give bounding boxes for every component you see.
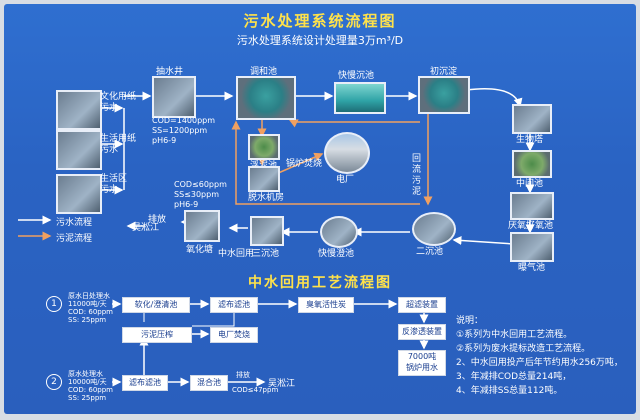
p1-step-uf: 超滤装置	[398, 297, 446, 313]
notes-line-5: 4、年减排SS总量112吨。	[456, 386, 563, 396]
p2-discharge: 排放	[236, 371, 250, 379]
culture-paper-label: 文化用纸 污水	[100, 92, 137, 113]
anox-pool-label: 厌氧好氧池	[508, 221, 554, 231]
living-paper-photo	[56, 130, 102, 170]
p2-step-mix: 混合池	[190, 375, 228, 391]
bio-tower-label: 生物塔	[516, 135, 544, 145]
fast-settle-photo	[334, 82, 386, 114]
power-plant-photo	[324, 132, 370, 174]
outflow-ss: SS≤30ppm	[174, 190, 219, 199]
p1-src-3: SS: 25ppm	[68, 316, 107, 324]
p2-step-filter: 滤布滤池	[122, 375, 168, 391]
p1-src-0: 原水日处理水	[68, 292, 110, 300]
notes-line-4: 3、年减排COD总量214吨，	[456, 372, 572, 382]
process2-number: 2	[46, 374, 62, 390]
notes-line-1: ①系列为中水回用工艺流程。	[456, 330, 573, 340]
boiler-label: 锅炉焚烧	[286, 159, 323, 169]
primary-settle-photo	[418, 76, 470, 114]
inflow-params: COD=1400ppm SS=1200ppm pH6-9	[152, 116, 215, 146]
mid-pool-label: 中间池	[516, 179, 544, 189]
fast-settle2-photo	[320, 216, 358, 248]
culture-paper-photo	[56, 90, 102, 130]
outflow-cod: COD≤60ppm	[174, 180, 227, 189]
primary-settle-label: 初沉淀	[430, 67, 458, 77]
process1-source: 原水日处理水 11000吨/天 COD: 60ppm SS: 25ppm	[68, 292, 113, 324]
p2-src-1: 10000吨/天	[68, 378, 107, 386]
mid-pool-photo	[512, 150, 552, 178]
notes: 说明： ①系列为中水回用工艺流程。 ②系列为废水提标改造工艺流程。 2、中水回用…	[456, 314, 623, 398]
living-paper-label: 生活用纸 污水	[100, 134, 137, 155]
p2-src-3: SS: 25ppm	[68, 394, 107, 402]
page-title: 污水处理系统流程图	[243, 12, 397, 30]
well-photo	[152, 76, 196, 118]
discharge-label: 排放	[148, 215, 167, 225]
process2-source: 原水处理水 10000吨/天 COD: 60ppm SS: 25ppm	[68, 370, 113, 402]
p1-step-softening: 软化/澄清池	[122, 297, 190, 313]
bio-tower-photo	[512, 104, 552, 134]
inflow-ph: pH6-9	[152, 136, 177, 145]
dewater-label: 脱水机房	[248, 193, 285, 203]
return-sludge-label: 回流污泥	[412, 154, 422, 197]
p2-step-burn: 电厂焚烧	[210, 327, 258, 343]
anox-pool-photo	[510, 192, 554, 220]
p2-out-cod: COD≤47ppm	[232, 386, 279, 394]
p1-src-2: COD: 60ppm	[68, 308, 113, 316]
legend-water: 污水流程	[56, 218, 93, 228]
living-area-label: 生活区 污水	[100, 174, 128, 195]
p2-river: 吴淞江	[268, 379, 296, 389]
aeration-label: 曝气池	[518, 263, 546, 273]
aeration-photo	[510, 232, 554, 262]
three-settle-label: 三沉池	[252, 249, 280, 259]
living-area-photo	[56, 174, 102, 214]
p1-step-filter: 滤布滤池	[210, 297, 258, 313]
fast-settle2-label: 快慢澄池	[318, 249, 355, 259]
p1-src-1: 11000吨/天	[68, 300, 107, 308]
second-settle-photo	[412, 212, 456, 246]
reuse-label: 中水回用	[218, 249, 255, 259]
fast-settle-label: 快慢沉池	[338, 71, 375, 81]
ox-pond-label: 氧化塘	[186, 245, 214, 255]
notes-head: 说明：	[456, 316, 484, 326]
p1-step-ro: 反渗透装置	[398, 324, 446, 340]
notes-line-3: 2、中水回用投产后年节约用水256万吨，	[456, 358, 623, 368]
p2-step-press: 污泥压榨	[122, 327, 192, 343]
well-label: 抽水井	[156, 67, 184, 77]
ox-pond-photo	[184, 210, 220, 242]
diagram-board: 污水处理系统流程图 污水处理系统设计处理量3万m³/D 文化用纸 污水 生活用纸…	[4, 4, 636, 414]
flow-arrows	[18, 87, 535, 387]
second-settle-label: 二沉池	[416, 247, 444, 257]
p2-src-2: COD: 60ppm	[68, 386, 113, 394]
power-plant-label: 电厂	[336, 175, 355, 185]
page-subtitle: 污水处理系统设计处理量3万m³/D	[236, 34, 404, 47]
outflow-params: COD≤60ppm SS≤30ppm pH6-9	[174, 180, 227, 210]
outflow-ph: pH6-9	[174, 200, 199, 209]
sludge-pool-photo	[248, 134, 280, 160]
legend-sludge: 污泥流程	[56, 234, 93, 244]
p1-step-boiler: 7000吨 锅炉用水	[398, 350, 446, 376]
process1-number: 1	[46, 296, 62, 312]
river-label: 吴淞江	[132, 223, 160, 233]
three-settle-photo	[250, 216, 284, 246]
adjust-label: 调和池	[250, 67, 278, 77]
p1-step-ozone: 臭氧活性炭	[298, 297, 354, 313]
p2-src-0: 原水处理水	[68, 370, 103, 378]
notes-line-2: ②系列为废水提标改造工艺流程。	[456, 344, 591, 354]
inflow-cod: COD=1400ppm	[152, 116, 216, 125]
dewater-photo	[248, 166, 280, 192]
inflow-ss: SS=1200ppm	[152, 126, 208, 135]
section-title-reuse: 中水回用工艺流程图	[248, 275, 392, 291]
adjust-photo	[236, 76, 296, 120]
